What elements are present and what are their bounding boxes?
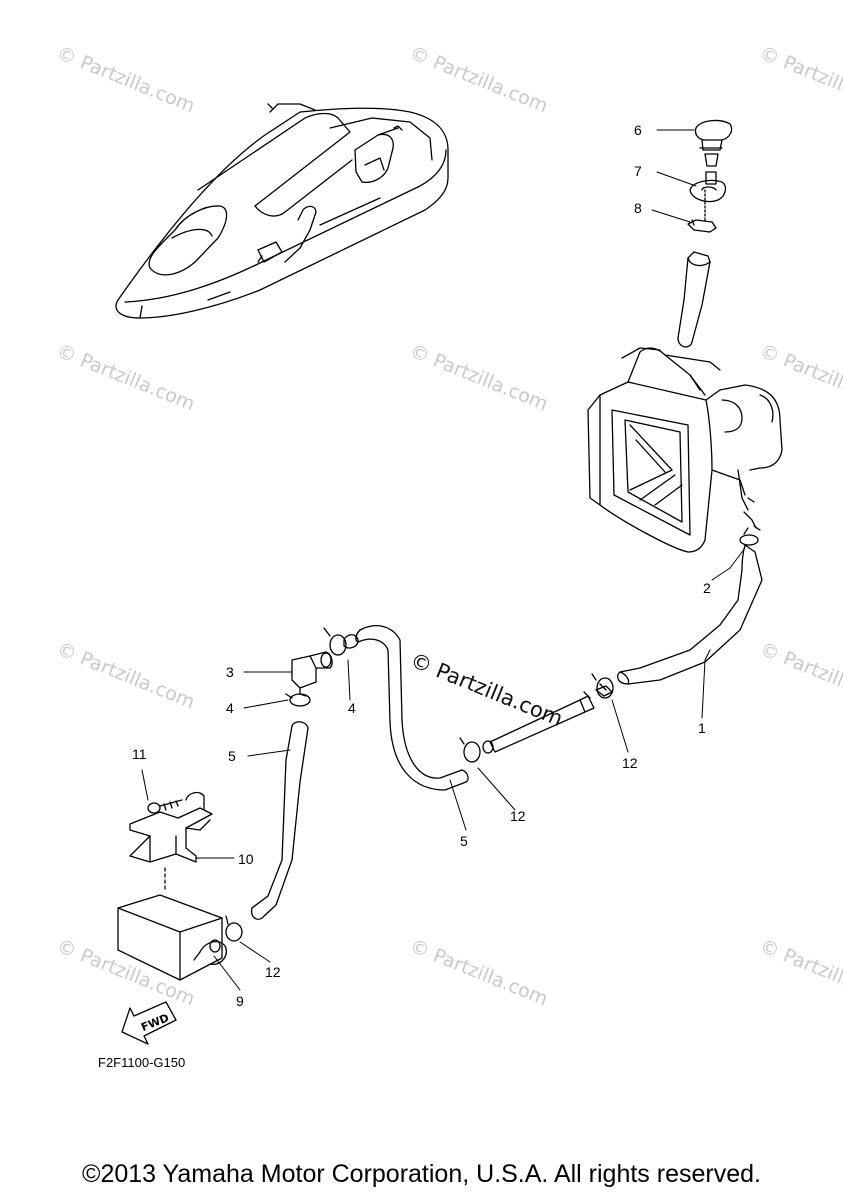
leader-lines bbox=[141, 129, 746, 991]
callout-9: 9 bbox=[236, 993, 244, 1009]
callout-3: 3 bbox=[226, 664, 234, 680]
clamp-2 bbox=[739, 527, 759, 546]
pipe-fitting bbox=[482, 683, 613, 754]
copyright-notice: ©2013 Yamaha Motor Corporation, U.S.A. A… bbox=[82, 1160, 761, 1188]
callout-12: 12 bbox=[622, 755, 638, 771]
callout-1: 1 bbox=[698, 720, 706, 736]
callout-6: 6 bbox=[634, 122, 642, 138]
callout-10: 10 bbox=[238, 851, 254, 867]
clamp-4-lower bbox=[285, 693, 311, 707]
hose-5-middle bbox=[343, 625, 469, 791]
callout-8: 8 bbox=[634, 200, 642, 216]
callout-2: 2 bbox=[703, 580, 711, 596]
callout-4: 4 bbox=[226, 700, 234, 716]
fwd-arrow: FWD bbox=[121, 1001, 177, 1045]
fitting-3 bbox=[291, 651, 333, 697]
diagram-code: F2F1100-G150 bbox=[98, 1055, 186, 1070]
callout-4: 4 bbox=[348, 700, 356, 716]
hose-5-left bbox=[250, 721, 309, 920]
jet-pump-housing bbox=[587, 347, 783, 553]
callout-12: 12 bbox=[510, 808, 526, 824]
screw-11 bbox=[147, 799, 183, 814]
watercraft-overview bbox=[115, 103, 449, 319]
callout-12: 12 bbox=[265, 964, 281, 980]
callout-5: 5 bbox=[460, 833, 468, 849]
filter-box-9 bbox=[117, 894, 227, 981]
clamp-12-middle bbox=[459, 737, 481, 763]
clamp-4-upper bbox=[323, 627, 347, 656]
hose-1 bbox=[617, 544, 763, 685]
callout-7: 7 bbox=[634, 163, 642, 179]
drain-cap-assembly bbox=[677, 119, 733, 348]
clamp-12-lower bbox=[225, 915, 243, 942]
clamp-12-right bbox=[591, 673, 614, 699]
callout-11: 11 bbox=[132, 746, 147, 762]
bracket-10 bbox=[129, 791, 213, 863]
callout-5: 5 bbox=[228, 748, 236, 764]
